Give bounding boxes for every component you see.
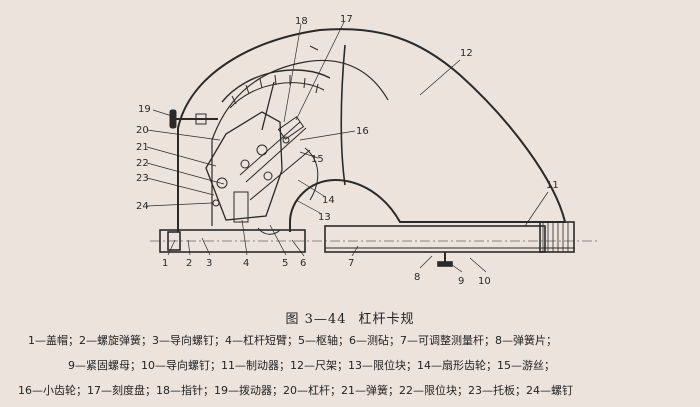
part-number-16: 16: [356, 126, 369, 137]
part-number-19: 19: [138, 104, 151, 115]
part-number-9: 9: [458, 276, 464, 287]
part-number-3: 3: [206, 258, 212, 269]
part-number-23: 23: [136, 173, 149, 184]
gauge-frame: [177, 28, 567, 232]
part-number-1: 1: [162, 258, 168, 269]
leader-lines: [146, 21, 549, 273]
mechanism: [205, 111, 319, 235]
part-number-6: 6: [300, 258, 306, 269]
part-number-7: 7: [348, 258, 354, 269]
legend-line: 9—紧固螺母；10—导向螺钉；11—制动器；12—尺架；13—限位块；14—扇形…: [68, 359, 555, 372]
part-number-24: 24: [136, 201, 149, 212]
parts-legend: 1—盖帽；2—螺旋弹簧；3—导向螺钉；4—杠杆短臂；5—枢轴；6—测砧；7—可调…: [10, 328, 694, 403]
part-number-17: 17: [340, 14, 353, 25]
measuring-rod-assembly: [150, 221, 600, 267]
part-number-12: 12: [460, 48, 473, 59]
legend-line: 16—小齿轮；17—刻度盘；18—指针；19—拨动器；20—杠杆；21—弹簧；2…: [18, 384, 573, 397]
figure-number: 图 3—44: [285, 312, 347, 327]
part-number-2: 2: [186, 258, 192, 269]
part-number-22: 22: [136, 158, 149, 169]
part-number-20: 20: [136, 125, 149, 136]
part-number-8: 8: [414, 272, 420, 283]
part-number-10: 10: [478, 276, 491, 287]
actuator-knob: [169, 109, 218, 129]
lever-snap-gauge-drawing: 1 2 3 4 5 6 7 8 9 10 11 12 13 14 15 16 1…: [136, 14, 600, 287]
part-number-18: 18: [295, 16, 308, 27]
figure-caption: 图 3—44 杠杆卡规: [0, 308, 700, 327]
legend-line: 1—盖帽；2—螺旋弹簧；3—导向螺钉；4—杠杆短臂；5—枢轴；6—测砧；7—可调…: [28, 334, 557, 347]
part-number-14: 14: [322, 195, 335, 206]
part-number-11: 11: [546, 180, 559, 191]
part-number-5: 5: [282, 258, 288, 269]
part-number-4: 4: [243, 258, 249, 269]
dial: [221, 45, 331, 131]
part-number-13: 13: [318, 212, 331, 223]
part-number-21: 21: [136, 142, 149, 153]
figure-title: 杠杆卡规: [358, 312, 415, 327]
part-number-15: 15: [311, 154, 324, 165]
